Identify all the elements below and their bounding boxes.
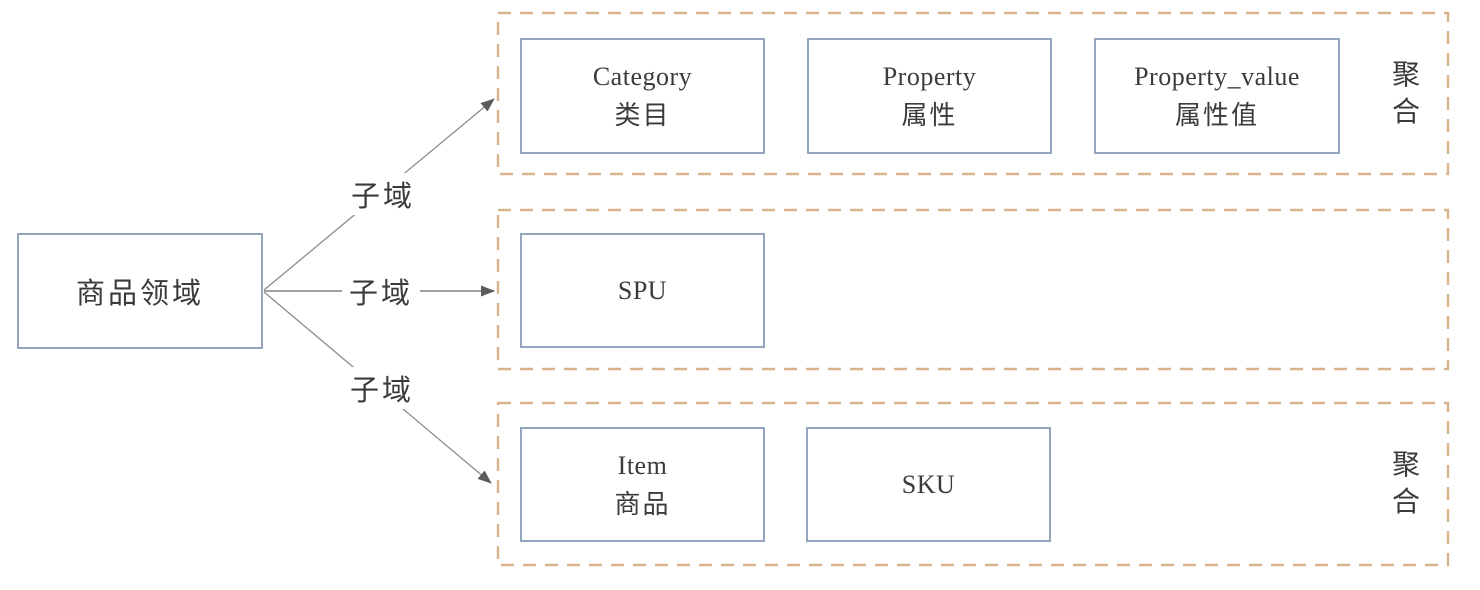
entity-category-name-zh: 类目: [614, 101, 671, 130]
entity-category-name-en: Category: [592, 62, 693, 91]
aggregate-label-bottom: 聚合: [1391, 450, 1420, 518]
entity-property-value-name-zh: 属性值: [1174, 101, 1259, 130]
entity-item-name-zh: 商品: [614, 489, 671, 519]
entity-property: Property 属性: [807, 38, 1052, 154]
aggregate-label-top: 聚合: [1391, 59, 1420, 128]
edge-label-subdomain-bottom: 子域: [342, 367, 422, 409]
domain-box-product: 商品领域: [17, 233, 263, 349]
entity-item-name-en: Item: [617, 450, 668, 480]
entity-spu-name-en: SPU: [617, 276, 668, 305]
entity-property-value-name-en: Property_value: [1134, 62, 1300, 91]
group-category-aggregate: Category 类目 Property 属性 Property_value 属…: [497, 12, 1449, 175]
entity-sku-name-en: SKU: [901, 470, 956, 499]
edge-label-subdomain-top: 子域: [343, 173, 423, 215]
entity-spu: SPU: [520, 233, 765, 348]
entity-item: Item 商品: [520, 427, 765, 542]
edge-label-subdomain-middle: 子域: [341, 270, 421, 312]
group-border-spu: [496, 208, 1450, 371]
group-border-item-aggregate: [496, 401, 1450, 567]
entity-property-name-zh: 属性: [901, 101, 958, 130]
group-border-category-aggregate: [496, 11, 1450, 176]
domain-box-product-label: 商品领域: [75, 278, 204, 310]
entity-property-value: Property_value 属性值: [1094, 38, 1340, 154]
entity-property-name-en: Property: [882, 62, 977, 91]
group-item-aggregate: Item 商品 SKU 聚合: [497, 402, 1449, 566]
group-spu: SPU: [497, 209, 1449, 370]
entity-category: Category 类目: [520, 38, 765, 154]
entity-sku: SKU: [806, 427, 1051, 542]
